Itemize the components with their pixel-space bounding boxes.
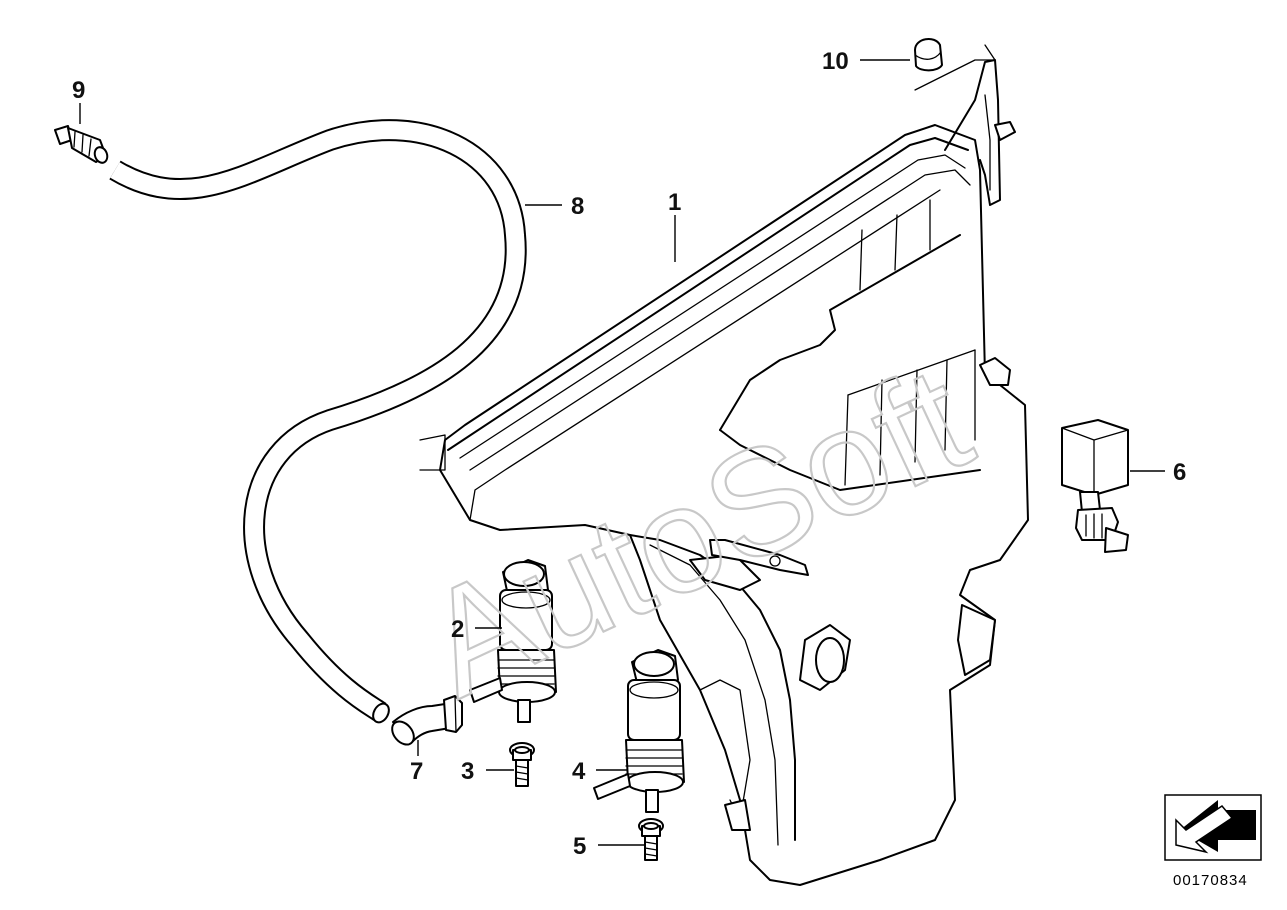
screw-3[interactable]	[509, 742, 535, 787]
hose-connector[interactable]	[54, 125, 109, 165]
callout-5: 5	[573, 833, 586, 860]
arrow-down-left-icon	[1164, 794, 1262, 861]
callout-1: 1	[668, 189, 681, 216]
reservoir-cap[interactable]	[914, 38, 996, 91]
callout-9: 9	[72, 77, 85, 104]
leader-lines	[79, 59, 1165, 846]
callout-10: 10	[822, 48, 849, 75]
callout-4: 4	[572, 758, 586, 785]
fluid-level-sensor[interactable]	[1061, 419, 1129, 553]
callout-3: 3	[461, 758, 474, 785]
washer-hose[interactable]	[109, 119, 527, 725]
callout-8: 8	[571, 193, 584, 220]
callout-2: 2	[451, 616, 464, 643]
callout-6: 6	[1173, 459, 1186, 486]
washer-fluid-reservoir[interactable]	[419, 59, 1029, 886]
screw-5[interactable]	[638, 818, 664, 861]
elbow-connector[interactable]	[388, 695, 463, 749]
callout-7: 7	[410, 758, 423, 785]
washer-pump-front[interactable]	[469, 559, 557, 723]
callouts: 1 2 3 4 5 6 7 8 9 10	[72, 48, 1186, 860]
part-number: 00170834	[1173, 872, 1248, 889]
washer-pump-rear[interactable]	[593, 649, 685, 813]
